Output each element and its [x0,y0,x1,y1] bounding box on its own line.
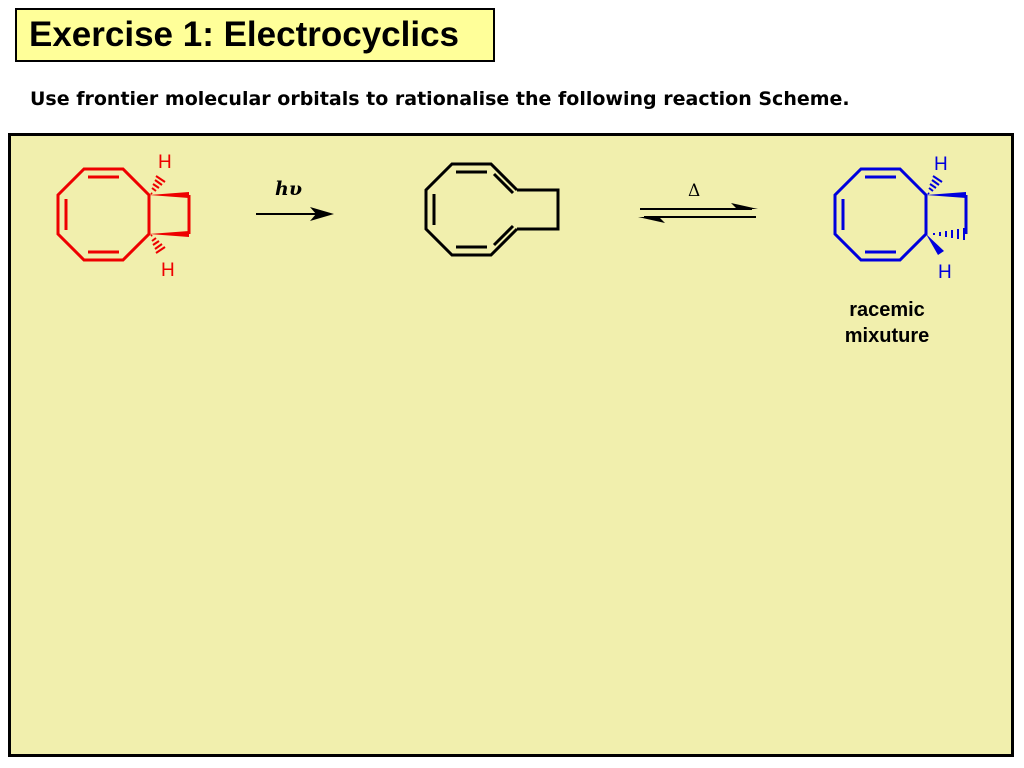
hash-bond [150,175,166,195]
racemic-caption-line1: racemic [849,299,925,321]
hash-bond [933,228,965,240]
equilibrium-arrows [638,203,758,223]
wedge-bond [149,192,189,198]
racemic-caption-line2: mixuture [845,325,929,347]
hash-bond [150,234,166,254]
wedge-bond [926,234,944,255]
wedge-bond [926,192,966,198]
hydrogen-label: H [934,154,948,175]
thermal-label: Δ [688,181,700,201]
product-structure [833,167,968,262]
forward-arrow [256,207,334,221]
hydrogen-label: H [938,262,952,283]
hydrogen-label: H [161,260,175,281]
hydrogen-label: H [158,152,172,173]
wedge-bond [149,231,189,237]
slide-title: Exercise 1: Electrocyclics [15,8,495,62]
slide-subtitle: Use frontier molecular orbitals to ratio… [30,88,850,110]
intermediate-structure [424,162,560,257]
hash-bond [927,175,943,195]
starting-material-structure [56,167,191,262]
photochemical-label: hυ [275,178,302,200]
